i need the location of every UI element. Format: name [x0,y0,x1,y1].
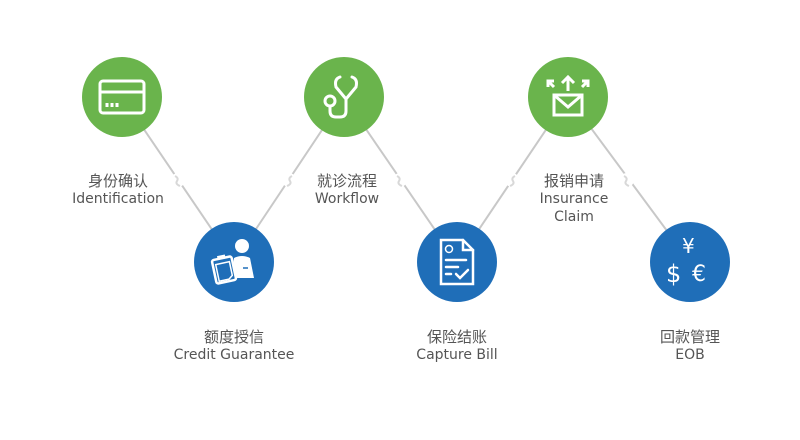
yen-symbol: ¥ [682,234,695,258]
step-eob-node: ¥ $ € [650,222,730,302]
step-identification-node [82,57,162,137]
bill-check-icon [439,238,475,286]
doctor-clipboard-icon [210,239,254,285]
envelope-send-icon [546,74,590,117]
label-zh: 身份确认 [87,172,149,190]
label-zh: 保险结账 [426,328,488,346]
step-credit-guarantee-label: 额度授信 Credit Guarantee [174,328,295,364]
label-zh: 就诊流程 [316,172,378,190]
squiggle-icon [174,175,181,187]
squiggle-icon [396,175,403,187]
step-capture-bill-node [417,222,497,302]
label-en: Insurance [539,191,609,207]
label-zh: 额度授信 [203,328,264,346]
step-capture-bill-label: 保险结账 Capture Bill [416,328,497,364]
squiggle-icon [509,175,516,187]
euro-symbol: € [692,262,706,287]
step-credit-guarantee-node [194,222,274,302]
label-zh: 回款管理 [659,328,721,346]
id-card-icon [98,79,146,115]
step-eob-label: 回款管理 EOB [660,328,720,364]
step-workflow-node [304,57,384,137]
dollar-symbol: $ [666,260,682,288]
label-en-line2: Claim [554,209,594,225]
stethoscope-icon [323,75,358,119]
step-identification-label: 身份确认 Identification [72,172,164,208]
label-en: Credit Guarantee [173,347,295,363]
label-en: Identification [72,191,164,207]
step-workflow-label: 就诊流程 Workflow [315,172,379,208]
step-insurance-claim-node [528,57,608,137]
label-en: Capture Bill [416,347,498,363]
currency-icon: ¥ $ € [662,234,718,290]
label-en: Workflow [314,191,380,207]
step-insurance-claim-label: 报销申请 Insurance Claim [540,172,609,226]
label-en: EOB [675,347,705,363]
label-zh: 报销申请 [543,172,604,190]
squiggle-icon [286,175,293,187]
squiggle-icon [623,175,630,187]
